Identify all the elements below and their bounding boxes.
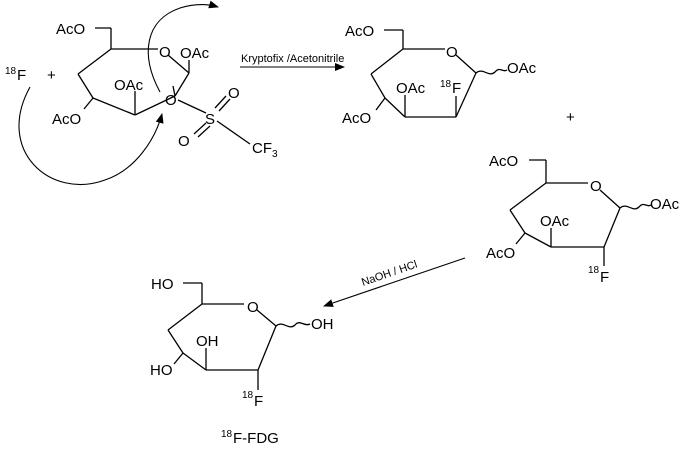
reaction-conditions-1: Kryptofix /Acetonitrile [241, 53, 344, 65]
hydroxyl-label: HO [150, 362, 173, 379]
hydroxyl-label: OH [311, 316, 334, 333]
fdg-product-molecule: O HO OH OH HO 18 F [150, 276, 334, 410]
acetoxy-label: OAc [540, 213, 570, 230]
fdg-name-label: 18 F-FDG [221, 429, 279, 447]
fluorinated-intermediate-a: O AcO OAc OAc AcO 18 F [342, 23, 537, 127]
hydroxyl-label: OH [196, 333, 219, 350]
fdg-name-isotope: 18 [221, 429, 233, 440]
product-plus: + [566, 109, 575, 126]
fluoride-reagent: 18 F + [5, 66, 56, 84]
acetoxy-label: AcO [486, 245, 515, 262]
nucleophilic-attack-arrow [18, 86, 164, 185]
reagent-element: F [17, 67, 26, 84]
reaction-arrow-2: NaOH / HCl [323, 257, 466, 307]
acetoxy-label: AcO [52, 111, 81, 128]
trifluoromethyl-label: CF3 [252, 140, 278, 160]
ring-oxygen: O [446, 44, 458, 61]
fdg-name: F-FDG [233, 430, 279, 447]
fluorine-isotope: 18 [242, 390, 254, 401]
reagent-plus: + [47, 67, 56, 84]
reagent-isotope: 18 [5, 66, 17, 77]
ring-oxygen: O [247, 299, 259, 316]
fluorinated-intermediate-b: O AcO OAc OAc AcO 18 F [486, 153, 680, 286]
ring-oxygen: O [590, 178, 602, 195]
fluorine-isotope: 18 [440, 79, 452, 90]
acetoxy-label: AcO [342, 110, 371, 127]
fluorine-isotope: 18 [588, 265, 600, 276]
sulfur-atom: S [205, 111, 215, 128]
sulfonyl-oxygen: O [178, 133, 190, 150]
acetoxy-label: OAc [180, 45, 210, 62]
hydroxyl-label: HO [151, 276, 174, 293]
mannose-triflate-molecule: O AcO OAc OAc AcO O S O O CF3 [52, 21, 278, 160]
acetoxy-label: OAc [114, 77, 144, 94]
fluorine-label: F [452, 80, 461, 97]
fluorine-label: F [254, 393, 263, 410]
sulfonyl-oxygen: O [228, 85, 240, 102]
acetoxy-label: AcO [345, 23, 374, 40]
fluorine-label: F [600, 269, 609, 286]
acetoxy-label: AcO [56, 21, 85, 38]
acetoxy-label: AcO [489, 153, 518, 170]
leaving-group-arrow [147, 0, 219, 93]
reaction-conditions-2: NaOH / HCl [360, 259, 419, 289]
ring-oxygen: O [159, 44, 171, 61]
reaction-arrow-1: Kryptofix /Acetonitrile [240, 53, 345, 71]
acetoxy-label: OAc [507, 60, 537, 77]
acetoxy-label: OAc [650, 196, 680, 213]
triflate-oxygen: O [165, 92, 177, 109]
acetoxy-label: OAc [396, 80, 426, 97]
